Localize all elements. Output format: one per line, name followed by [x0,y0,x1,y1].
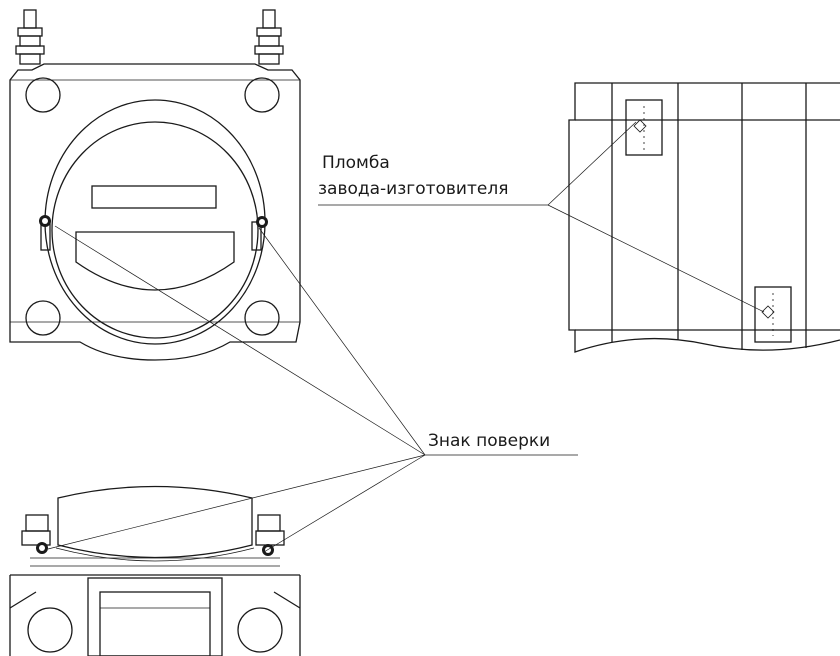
front-body-outline [9,63,301,361]
meter-front-view [9,9,301,361]
right-top-fitting [254,9,284,65]
counter-housing-outer [44,99,266,345]
right-fitting-bottom [255,514,285,556]
display-window [91,185,217,209]
bottom-body-outline [9,574,301,656]
bolt-circle [25,77,61,113]
verification-mark-label: Знак поверки [428,431,550,451]
meter-bottom-view [9,485,301,656]
leader-lines [47,121,765,553]
bolt-circle [25,300,61,336]
factory-seal-top [625,99,663,156]
right-seal-mark [251,216,268,251]
lower-cover [75,231,235,291]
meter-side-view [568,82,840,353]
factory-seal-bottom [754,286,792,343]
left-seal-mark [39,215,51,251]
factory-seal-label-line2: завода-изготовителя [318,179,508,199]
factory-seal-label-line1: Пломба [322,153,390,173]
counter-housing-inner [51,121,259,339]
bottom-bolt-circle [27,607,73,653]
left-fitting-bottom [21,514,51,554]
bolt-circle [244,77,280,113]
left-top-fitting [15,9,45,65]
side-body-outline [568,82,840,353]
bolt-circle [244,300,280,336]
bottom-bolt-circle [237,607,283,653]
top-cap [57,485,253,559]
